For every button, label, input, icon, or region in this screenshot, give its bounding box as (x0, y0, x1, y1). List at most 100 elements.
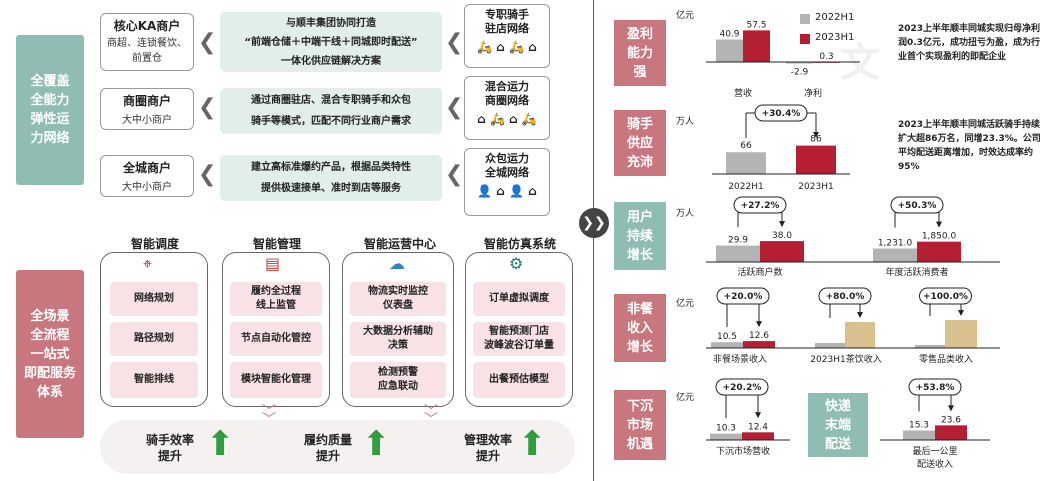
network-box: 混合运力 商圈网络 ⌂ 🛵 ⌂ 🛵 (464, 76, 550, 140)
person-icon: 👤 ⌂ 👤 ⌂ (477, 184, 537, 198)
house-icon: ⌂ 🛵 ⌂ 🛵 (477, 112, 537, 126)
bar (796, 145, 836, 174)
growth-arrowhead (755, 412, 761, 419)
bar (716, 39, 743, 62)
growth-badge (754, 104, 808, 122)
growth-arrowhead (779, 221, 785, 228)
data-label: 1,850.0 (922, 232, 957, 242)
merchant-title: 全城商户 (122, 161, 171, 175)
network-box: 众包运力 全城网络 👤 ⌂ 👤 ⌂ (464, 148, 550, 216)
growth-arrowhead (936, 221, 942, 228)
category-label: 2022H1 (728, 182, 763, 192)
description-line: 通过商圈驻店、混合专职骑手和众包 (251, 95, 411, 106)
chevron-left-icon: ❮ (198, 30, 217, 55)
category-label: 净利 (804, 87, 822, 99)
bar (711, 342, 743, 348)
data-label: 10.5 (717, 332, 737, 342)
merchant-sub: 大中小商户 (122, 182, 172, 193)
up-arrow-icon: ⬆ (206, 424, 235, 464)
category-rider: 骑手 供应 充沛 (614, 110, 666, 176)
up-arrow-icon: ⬆ (362, 424, 391, 464)
network-line2: 全城网络 (485, 166, 529, 179)
unit-label: 亿元 (676, 11, 695, 21)
chevron-left-icon: ❮ (445, 162, 464, 187)
unit-label: 亿元 (676, 299, 695, 309)
data-label: 66 (740, 141, 752, 151)
description-line: “前端仓储＋中端干线＋同城即时配送” (244, 36, 418, 48)
up-arrow-icon: ⬆ (518, 424, 547, 464)
column-title: 智能调度 (130, 237, 179, 251)
legend-label: 2023H1 (815, 32, 855, 43)
forward-circle-icon: ❯❯ (579, 208, 609, 238)
growth-badge-label: +50.3% (898, 201, 937, 211)
merchant-sub: 商超、连锁餐饮、 前置仓 (107, 38, 187, 64)
unit-label: 万人 (676, 209, 695, 219)
unit-label: 万人 (676, 117, 695, 127)
category-label: 2023H1 (798, 182, 833, 192)
network-box: 专职骑手 驻店网络 🛵 ⌂ 🛵 ⌂ (464, 4, 550, 68)
category-user: 用户 持续 增长 (614, 202, 666, 270)
merchant-city: 全城商户 大中小商户 (100, 155, 194, 197)
growth-badge (818, 287, 872, 305)
category-label: 零售品类收入 (919, 353, 973, 365)
column-item: 网络规划 (110, 282, 198, 316)
efficiency-label: 管理效率 提升 (463, 433, 512, 463)
data-label: 86 (810, 135, 822, 145)
category-label: 营收 (734, 87, 752, 99)
column-title: 智能运营中心 (363, 237, 436, 251)
merchant-title: 核心KA商户 (113, 19, 181, 33)
growth-arrowhead (857, 312, 863, 318)
growth-badge-label: +27.2% (741, 201, 780, 211)
column-item: 智能预测门店 波峰波谷订单量 (473, 322, 565, 356)
chevron-left-icon: ❮ (445, 95, 464, 120)
column-item: 物流实时监控 仪表盘 (350, 282, 446, 316)
growth-arrowhead (756, 321, 762, 328)
growth-badge-label: +100.0% (923, 292, 968, 302)
bar (915, 345, 945, 348)
merchant-ka: 核心KA商户 商超、连锁餐饮、 前置仓 (100, 13, 194, 71)
bar (935, 425, 967, 440)
growth-badge (908, 378, 962, 396)
data-label: 57.5 (746, 20, 766, 30)
description-line: 与顺丰集团协同打造 (286, 17, 376, 29)
growth-arrowhead (948, 405, 954, 412)
column-item: 节点自动化管控 (230, 322, 322, 356)
description-line: 骑手等模式，匹配不同行业商户需求 (251, 116, 411, 127)
column-item: 大数据分析辅助 决策 (350, 322, 446, 356)
left-bottom-label: 全场景 全流程 一站式 即配服务 体系 (16, 270, 84, 438)
column-title: 智能仿真系统 (483, 237, 556, 251)
merchant-circle: 商圈商户 大中小商户 (100, 88, 194, 130)
growth-badge (890, 196, 944, 214)
legend-swatch-2022 (800, 14, 810, 24)
cloud-data-icon: ☁ (389, 254, 405, 273)
category-profit: 盈利 能力 强 (614, 20, 666, 86)
description-box: 建立高标准爆约产品，根据品类特性 提供极速接单、准时到店等服务 (220, 155, 442, 201)
bar (786, 62, 813, 64)
bar (903, 430, 935, 440)
data-label: 29.9 (728, 236, 748, 246)
bar (815, 343, 845, 348)
legend-swatch-2023 (800, 34, 810, 44)
growth-badge-label: +20.0% (724, 292, 763, 302)
merchant-title: 商圈商户 (122, 94, 171, 108)
description-box: 通过商圈驻店、混合专职骑手和众包 骑手等模式，匹配不同行业商户需求 (220, 88, 442, 134)
gear-brain-icon: ⚙ (509, 254, 524, 273)
efficiency-band (100, 420, 575, 474)
bar (945, 320, 977, 348)
data-label: 38.0 (772, 231, 792, 241)
growth-arrowhead (813, 132, 819, 138)
growth-badge (716, 287, 770, 305)
bar (760, 241, 804, 262)
chevron-left-icon: ❮ (445, 30, 464, 55)
bar (716, 245, 760, 262)
description-line: 建立高标准爆约产品，根据品类特性 (251, 162, 411, 173)
left-top-label: 全覆盖 全能力 弹性运 力网络 (16, 35, 84, 185)
bar (743, 341, 775, 348)
legend-label: 2022H1 (815, 12, 855, 23)
chevron-left-icon: ❮ (198, 162, 217, 187)
data-label: 12.6 (749, 331, 769, 341)
bar (742, 432, 774, 440)
data-label: -2.9 (791, 68, 809, 78)
chevron-left-icon: ❮ (198, 95, 217, 120)
